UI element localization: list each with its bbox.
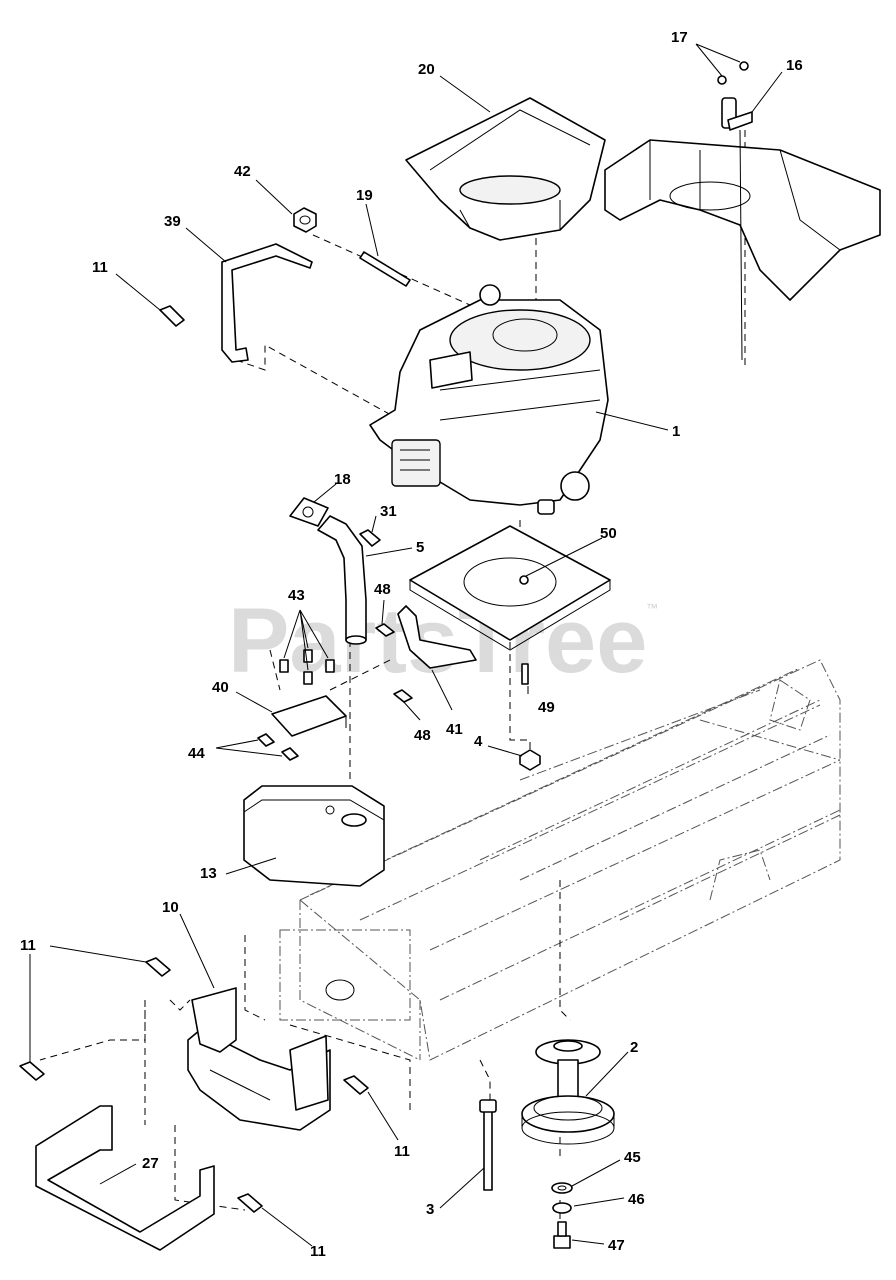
callout-42: 42 xyxy=(234,163,251,180)
callout-2: 2 xyxy=(630,1039,638,1056)
callout-45: 45 xyxy=(624,1149,641,1166)
callout-10: 10 xyxy=(162,899,179,916)
cover-27 xyxy=(35,1105,215,1251)
dash-panel xyxy=(604,139,881,301)
lock-washer-46 xyxy=(552,1202,572,1214)
bolts-44 xyxy=(257,733,299,761)
alignment-lines xyxy=(39,130,746,1230)
callout-13: 13 xyxy=(200,865,217,882)
screws-43 xyxy=(279,649,335,685)
callout-20: 20 xyxy=(418,61,435,78)
bolt-48-b xyxy=(393,689,413,703)
washer-45 xyxy=(551,1182,573,1194)
callout-1: 1 xyxy=(672,423,680,440)
bracket-41 xyxy=(397,605,477,669)
callout-11-top: 11 xyxy=(92,259,108,276)
bolt-11-bottom xyxy=(237,1193,263,1213)
bolt-11-left-lower xyxy=(19,1061,45,1081)
chassis-frame xyxy=(279,659,841,1061)
callout-11-left: 11 xyxy=(20,937,36,954)
callout-27: 27 xyxy=(142,1155,159,1172)
nut-4 xyxy=(519,749,541,771)
callout-46: 46 xyxy=(628,1191,645,1208)
nut-42 xyxy=(293,207,317,233)
spindle-3 xyxy=(479,1099,497,1191)
engine-1 xyxy=(369,284,609,515)
callout-11-bottom: 11 xyxy=(310,1243,326,1260)
gasket-18 xyxy=(289,497,329,527)
callout-48-lower: 48 xyxy=(414,727,431,744)
bracket-39 xyxy=(221,243,313,363)
callout-31: 31 xyxy=(380,503,397,520)
watermark-trademark: ™ xyxy=(646,601,658,615)
callout-5: 5 xyxy=(416,539,424,556)
pulley-2 xyxy=(521,1039,615,1145)
bolt-11-right xyxy=(343,1075,369,1095)
callout-50: 50 xyxy=(600,525,617,542)
plate-40 xyxy=(271,695,347,737)
callout-49: 49 xyxy=(538,699,555,716)
callout-3: 3 xyxy=(426,1201,434,1218)
bracket-10 xyxy=(187,987,331,1131)
engine-plate xyxy=(409,525,611,651)
callout-17: 17 xyxy=(671,29,688,46)
muffler-13 xyxy=(243,785,385,887)
callout-47: 47 xyxy=(608,1237,625,1254)
bolt-47 xyxy=(553,1221,571,1249)
callout-39: 39 xyxy=(164,213,181,230)
callout-11-right: 11 xyxy=(394,1143,410,1160)
callout-16: 16 xyxy=(786,57,803,74)
bolt-11-top xyxy=(159,305,185,327)
exhaust-pipe-5 xyxy=(317,515,367,645)
leader-lines xyxy=(29,43,783,1247)
callouts: 17 16 20 42 19 39 11 1 18 31 5 50 43 48 … xyxy=(20,29,803,1260)
bolt-49 xyxy=(521,663,529,685)
bolt-48-a xyxy=(375,623,395,637)
throttle-control-16 xyxy=(717,61,753,361)
blower-housing-20 xyxy=(405,97,606,241)
callout-40: 40 xyxy=(212,679,229,696)
bolt-31 xyxy=(359,529,381,547)
callout-48-upper: 48 xyxy=(374,581,391,598)
callout-41: 41 xyxy=(446,721,463,738)
callout-4: 4 xyxy=(474,733,483,750)
callout-19: 19 xyxy=(356,187,373,204)
pin-19 xyxy=(359,251,411,287)
bolt-11-left-upper xyxy=(145,957,171,977)
callout-18: 18 xyxy=(334,471,351,488)
callout-44: 44 xyxy=(188,745,205,762)
callout-43: 43 xyxy=(288,587,305,604)
